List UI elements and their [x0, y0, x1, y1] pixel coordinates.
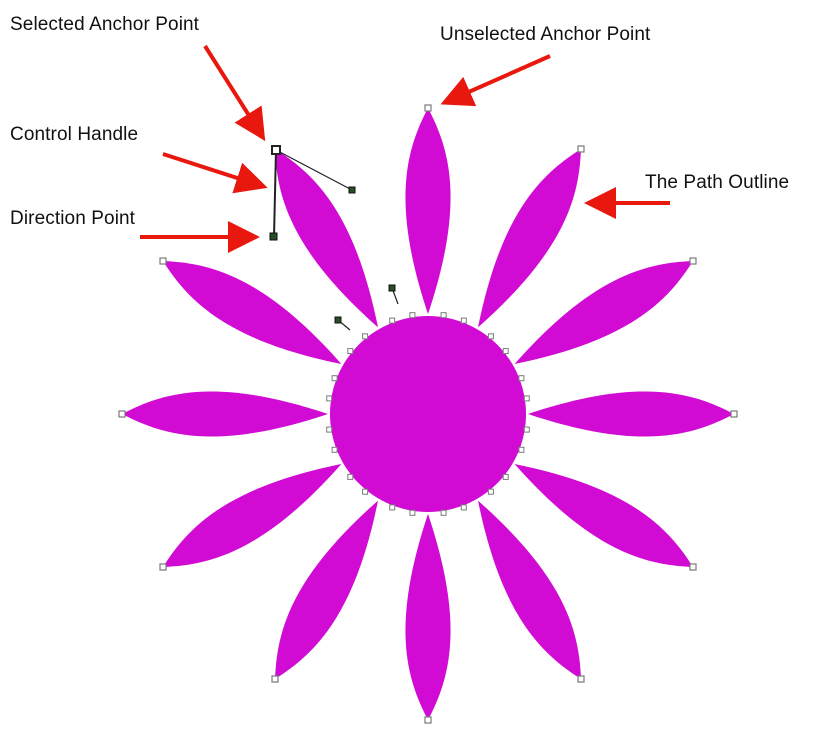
base-anchor-point[interactable]	[524, 427, 529, 432]
label-direction-point: Direction Point	[10, 208, 135, 230]
base-anchor-point[interactable]	[488, 489, 493, 494]
base-anchor-point[interactable]	[410, 313, 415, 318]
label-control-handle: Control Handle	[10, 124, 138, 146]
direction-point-lower-left[interactable]	[335, 317, 341, 323]
unselected-anchor-point[interactable]	[160, 258, 166, 264]
base-anchor-point[interactable]	[519, 447, 524, 452]
base-anchor-point[interactable]	[503, 474, 508, 479]
base-anchor-point[interactable]	[461, 505, 466, 510]
base-anchor-point[interactable]	[348, 349, 353, 354]
unselected-anchor-point[interactable]	[425, 717, 431, 723]
unselected-anchor-point[interactable]	[272, 676, 278, 682]
label-unselected-anchor-point: Unselected Anchor Point	[440, 24, 650, 46]
petal	[405, 514, 450, 720]
petal	[405, 108, 450, 314]
base-anchor-point[interactable]	[441, 313, 446, 318]
base-anchor-point[interactable]	[348, 474, 353, 479]
base-anchor-point[interactable]	[441, 510, 446, 515]
selected-anchor-point[interactable]	[272, 146, 280, 154]
unselected-anchor-point[interactable]	[731, 411, 737, 417]
selected-anchor-arrow	[205, 46, 262, 136]
base-anchor-point[interactable]	[363, 334, 368, 339]
unselected-anchor-arrow	[446, 56, 550, 102]
base-anchor-point[interactable]	[461, 318, 466, 323]
petal	[122, 391, 328, 436]
flower-center	[330, 316, 526, 512]
base-anchor-point[interactable]	[327, 396, 332, 401]
direction-point[interactable]	[270, 233, 277, 240]
label-path-outline: The Path Outline	[645, 172, 789, 194]
unselected-anchor-point[interactable]	[690, 258, 696, 264]
direction-point-secondary[interactable]	[349, 187, 355, 193]
base-anchor-point[interactable]	[488, 334, 493, 339]
control-handle-arrow	[163, 154, 262, 186]
base-anchor-point[interactable]	[390, 505, 395, 510]
base-anchor-point[interactable]	[327, 427, 332, 432]
control-handle-line	[274, 150, 276, 237]
base-anchor-point[interactable]	[390, 318, 395, 323]
base-anchor-point[interactable]	[410, 510, 415, 515]
unselected-anchor-point[interactable]	[119, 411, 125, 417]
unselected-anchor-point[interactable]	[425, 105, 431, 111]
base-anchor-point[interactable]	[332, 376, 337, 381]
direction-point-lower[interactable]	[389, 285, 395, 291]
label-selected-anchor-point: Selected Anchor Point	[10, 14, 199, 36]
petal	[528, 391, 734, 436]
unselected-anchor-point[interactable]	[578, 146, 584, 152]
base-anchor-point[interactable]	[332, 447, 337, 452]
unselected-anchor-point[interactable]	[690, 564, 696, 570]
base-anchor-point[interactable]	[503, 349, 508, 354]
unselected-anchor-point[interactable]	[160, 564, 166, 570]
callout-arrows	[140, 46, 670, 237]
base-anchor-point[interactable]	[363, 489, 368, 494]
unselected-anchor-point[interactable]	[578, 676, 584, 682]
base-anchor-point[interactable]	[524, 396, 529, 401]
base-anchor-point[interactable]	[519, 376, 524, 381]
